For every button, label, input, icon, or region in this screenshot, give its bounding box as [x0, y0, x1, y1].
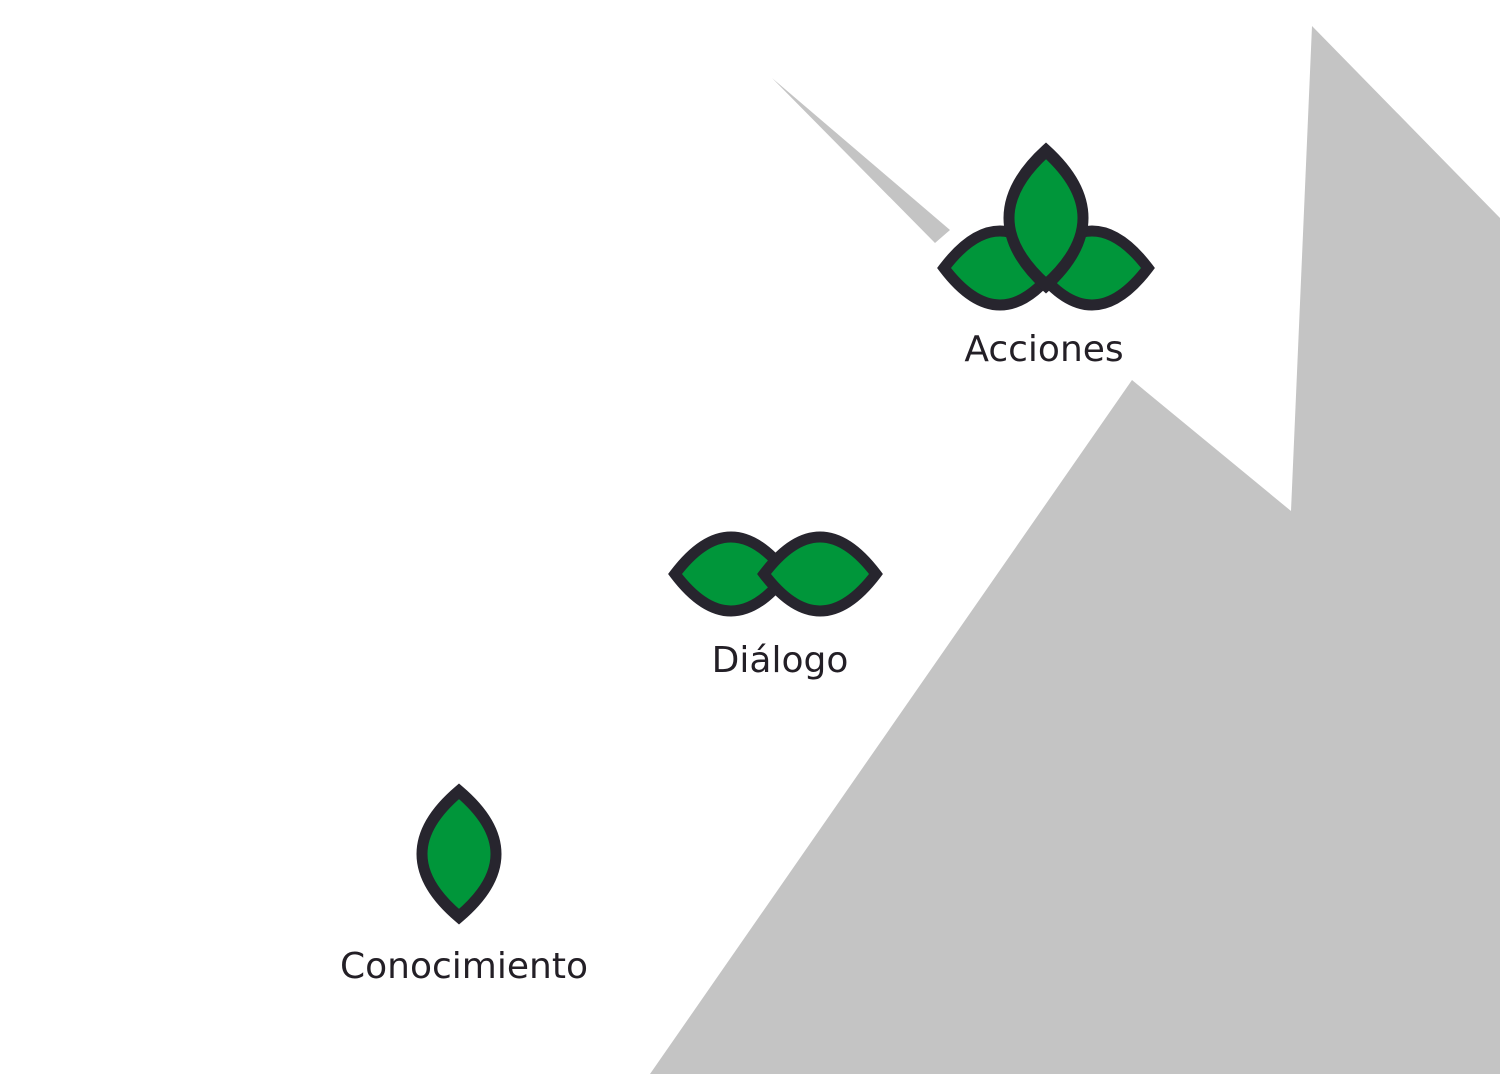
single-leaf-icon — [422, 791, 496, 916]
leaf-right — [764, 537, 876, 611]
two-leaves-icon — [675, 537, 876, 611]
stage-label-conocimiento: Conocimiento — [340, 946, 588, 987]
stage-label-dialogo: Diálogo — [711, 640, 849, 681]
leaf-top — [1009, 151, 1083, 285]
mountain-background — [650, 26, 1500, 1074]
stage-label-acciones: Acciones — [964, 329, 1124, 370]
mountain-sliver — [772, 78, 950, 243]
three-leaves-icon — [944, 151, 1148, 305]
mountain-shape — [650, 26, 1500, 1074]
